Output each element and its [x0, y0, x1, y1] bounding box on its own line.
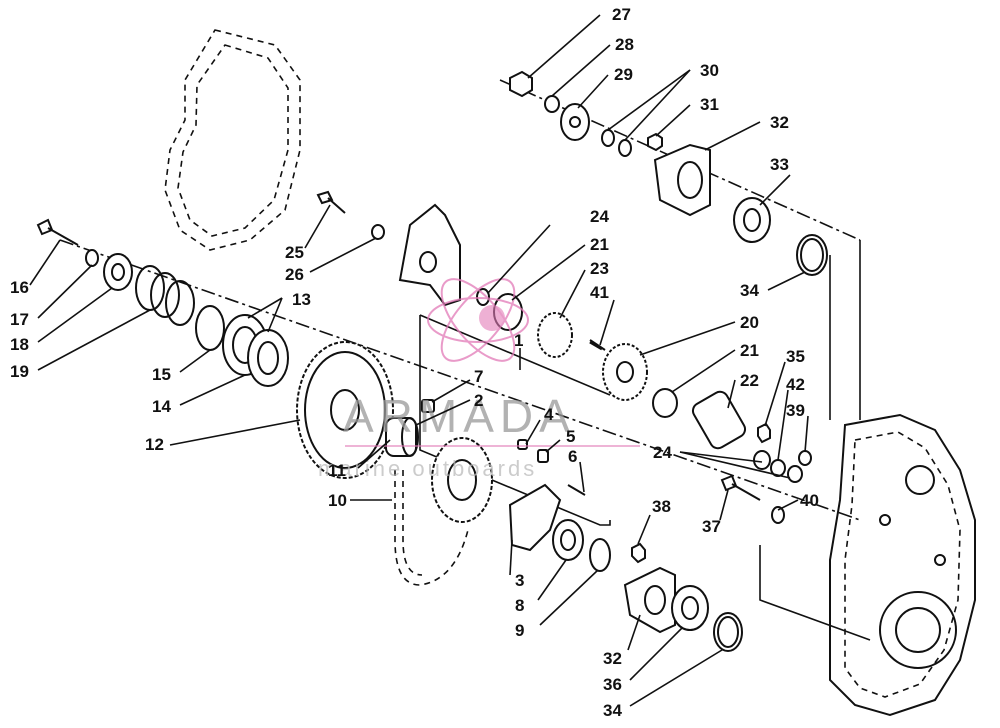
callout-41: 41	[590, 283, 609, 302]
callout-6: 6	[568, 447, 577, 466]
callout-1: 1	[514, 331, 523, 350]
callout-38: 38	[652, 497, 671, 516]
armada-logo-icon	[427, 278, 529, 362]
left-shaft-stack	[36, 218, 289, 387]
callout-24-upper: 24	[590, 207, 609, 226]
callout-12: 12	[145, 435, 164, 454]
callouts: 27 28 29 30 31 32 33 34 24 21 23 41	[10, 5, 819, 720]
callout-31: 31	[700, 95, 719, 114]
callout-10: 10	[328, 491, 347, 510]
drive-chain	[394, 470, 469, 586]
callout-32-lower: 32	[603, 649, 622, 668]
callout-24-lower: 24	[653, 443, 672, 462]
callout-13: 13	[292, 290, 311, 309]
large-sprocket	[296, 341, 394, 479]
callout-34-lower: 34	[603, 701, 622, 720]
callout-18: 18	[10, 335, 29, 354]
callout-35: 35	[786, 347, 805, 366]
callout-33: 33	[770, 155, 789, 174]
callout-14: 14	[152, 397, 171, 416]
callout-19: 19	[10, 362, 29, 381]
callout-25: 25	[285, 243, 304, 262]
callout-9: 9	[515, 621, 524, 640]
callout-4: 4	[544, 405, 554, 424]
callout-34-upper: 34	[740, 281, 759, 300]
upper-bearing-flange	[653, 143, 828, 276]
callout-42: 42	[786, 375, 805, 394]
callout-2: 2	[474, 391, 483, 410]
upper-gear-train	[476, 288, 747, 450]
callout-40: 40	[800, 491, 819, 510]
callout-17: 17	[10, 310, 29, 329]
callout-8: 8	[515, 596, 524, 615]
chaincase-cover	[164, 29, 301, 251]
callout-27: 27	[612, 5, 631, 24]
callout-30: 30	[700, 61, 719, 80]
right-washers	[753, 422, 812, 483]
callout-26: 26	[285, 265, 304, 284]
callout-7: 7	[474, 367, 483, 386]
watermark-subtitle: marine outboards	[318, 456, 537, 481]
callout-37: 37	[702, 517, 721, 536]
small-fasteners	[421, 399, 549, 463]
lower-bearing	[552, 519, 611, 572]
callout-29: 29	[614, 65, 633, 84]
watermark-brand: ARMADA	[343, 390, 576, 442]
callout-23: 23	[590, 259, 609, 278]
bolt-37-and-nut-40	[720, 474, 785, 524]
callout-36: 36	[603, 675, 622, 694]
callout-16: 16	[10, 278, 29, 297]
callout-15: 15	[152, 365, 171, 384]
chaincase-housing	[829, 413, 976, 717]
callout-3: 3	[515, 571, 524, 590]
lower-bearing-flange	[623, 542, 743, 652]
callout-28: 28	[615, 35, 634, 54]
callout-5: 5	[566, 427, 575, 446]
callout-21-lower: 21	[740, 341, 759, 360]
callout-21-upper: 21	[590, 235, 609, 254]
callout-32-upper: 32	[770, 113, 789, 132]
pin-41	[589, 340, 603, 351]
middle-sprocket	[431, 437, 493, 523]
centerlines	[59, 79, 871, 641]
callout-11: 11	[328, 461, 346, 480]
callout-20: 20	[740, 313, 759, 332]
callout-22: 22	[740, 371, 759, 390]
upper-shaft-parts	[509, 70, 663, 157]
callout-39: 39	[786, 401, 805, 420]
bolt-and-bracket	[316, 190, 461, 307]
